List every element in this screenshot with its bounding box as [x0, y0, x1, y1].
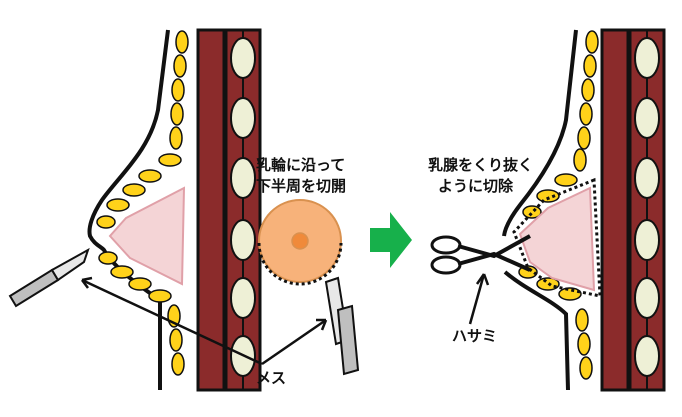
scissors-icon [430, 234, 531, 275]
left-fat-lobules [96, 30, 189, 376]
scalpel-icon [8, 247, 90, 308]
left-panel [8, 28, 262, 392]
right-rib-column [628, 28, 666, 392]
left-skin-outline [87, 29, 170, 390]
incision-label-line2: 下半周を切開 [256, 177, 347, 195]
right-skin-outline [502, 29, 578, 391]
left-mammary-gland [108, 186, 186, 286]
scissors-label: ハサミ [452, 327, 498, 345]
scalpel-pointer-lines [81, 276, 328, 366]
excised-gland [518, 186, 596, 292]
transition-arrow-icon [370, 212, 412, 268]
scissors-pointer [468, 273, 490, 325]
right-panel [430, 28, 666, 392]
incision-line [257, 242, 343, 286]
left-rib-column [224, 28, 262, 392]
incision-label-line1: 乳輪に沿って [256, 156, 346, 174]
scalpel-icon [324, 276, 360, 376]
excision-label-line2: ように切除 [438, 177, 514, 195]
areola-illustration [257, 199, 343, 286]
excision-label-line1: 乳腺をくり抜く [428, 156, 534, 174]
scalpel-label: メス [256, 369, 287, 387]
right-muscle-layer [600, 28, 630, 392]
left-muscle-layer [196, 28, 226, 392]
